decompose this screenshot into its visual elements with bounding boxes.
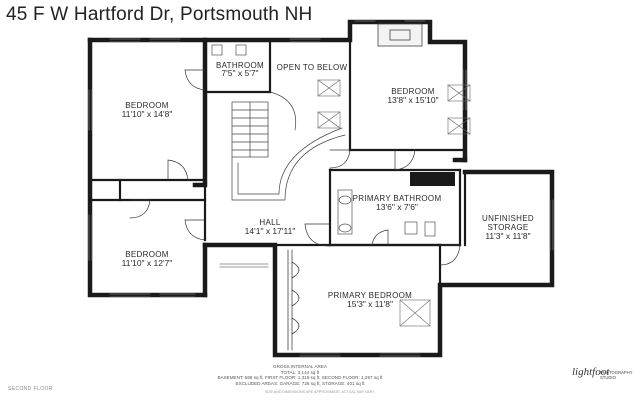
disclaimer: SIZE AND DIMENSIONS ARE APPROXIMATE. ACT… xyxy=(264,390,376,394)
door-swings xyxy=(129,69,461,266)
bedroom-ne-name: BEDROOM xyxy=(391,87,434,96)
bathroom-fixtures xyxy=(211,44,436,237)
page-title: 45 F W Hartford Dr, Portsmouth NH xyxy=(6,4,313,25)
bathroom-dim: 7'5" x 5'7" xyxy=(221,68,258,78)
bedroom-sw-dim: 11'10" x 12'7" xyxy=(122,258,173,268)
bedroom-sw-name: BEDROOM xyxy=(125,250,168,259)
primary-bedroom-name: PRIMARY BEDROOM xyxy=(328,291,412,300)
closet-doors xyxy=(287,249,300,351)
fireplace xyxy=(377,23,423,47)
area-line-4: EXCLUDED AREAS: GARAGE: 726 sq ft, STORA… xyxy=(235,380,365,386)
hall-name: HALL xyxy=(259,218,280,227)
primary-bathroom-name: PRIMARY BATHROOM xyxy=(353,194,442,203)
studio-sub-line-2: STUDIO xyxy=(600,375,616,380)
bedroom-nw-dim: 11'10" x 14'8" xyxy=(122,109,173,119)
open-to-below-name: OPEN TO BELOW xyxy=(277,63,348,72)
unfinished-storage-name-2: STORAGE xyxy=(487,223,528,232)
area-summary: GROSS INTERNAL AREA TOTAL: 3,144 sq ft B… xyxy=(150,364,450,386)
unfinished-storage-name-1: UNFINISHED xyxy=(482,214,534,223)
area-line-2: TOTAL: 3,144 sq ft xyxy=(280,369,320,375)
unfinished-storage-dim: 11'3" x 11'8" xyxy=(485,231,530,241)
primary-bedroom-dim: 15'3" x 11'8" xyxy=(347,299,393,309)
floor-label: SECOND FLOOR xyxy=(8,386,53,392)
area-line-3: BASEMENT: 568 sq ft, FIRST FLOOR: 1,319 … xyxy=(217,375,383,381)
interior-walls xyxy=(88,38,467,287)
staircase xyxy=(231,91,346,201)
area-line-1: GROSS INTERNAL AREA xyxy=(273,364,327,369)
primary-bathroom-dim: 13'6" x 7'6" xyxy=(376,202,418,212)
bedroom-nw-name: BEDROOM xyxy=(125,101,168,110)
bedroom-ne-dim: 13'8" x 15'10" xyxy=(387,95,438,105)
windows xyxy=(88,20,554,357)
chimney-fill xyxy=(410,172,455,186)
studio-logo: lightfoot xyxy=(572,366,610,378)
bathroom-name: BATHROOM xyxy=(216,61,264,70)
studio-sub-line-1: PHOTOGRAPHY xyxy=(600,370,633,375)
studio-sub: PHOTOGRAPHY STUDIO xyxy=(600,370,633,380)
open-to-below-markers xyxy=(317,79,471,327)
hall-dim: 14'1" x 17'11" xyxy=(245,226,296,236)
